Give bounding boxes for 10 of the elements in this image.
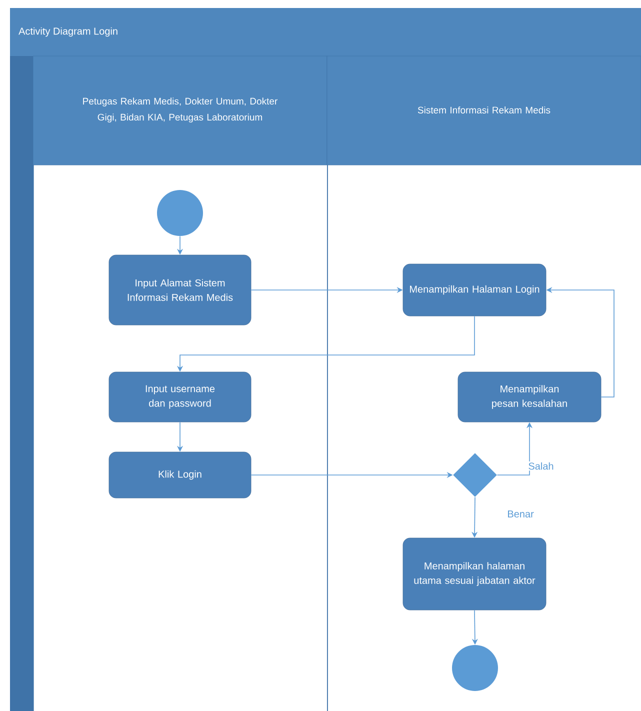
- node-circle: [452, 645, 498, 691]
- activity-box: Klik Login: [108, 452, 252, 498]
- node-circle: [157, 190, 203, 236]
- activity-box: Input username dan password: [108, 372, 252, 422]
- activity-box: Input Alamat Sistem Informasi Rekam Medis: [108, 254, 252, 326]
- activity-box: Menampilkan Halaman Login: [402, 264, 546, 316]
- activity-box: Menampilkan halaman utama sesuai jabatan aktor: [402, 538, 546, 610]
- edge-label: Benar: [506, 510, 535, 518]
- decision-diamond: [453, 453, 497, 497]
- activity-box: Menampilkan pesan kesalahan: [458, 372, 602, 422]
